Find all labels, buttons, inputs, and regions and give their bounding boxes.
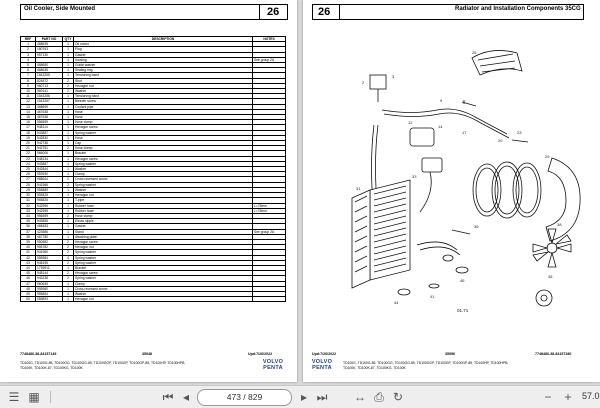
right-footer-doc-number: 7748480-38-84157280 <box>535 352 572 356</box>
radiator <box>351 179 411 289</box>
svg-text:31: 31 <box>356 186 361 191</box>
toolbar-separator <box>50 391 51 403</box>
right-footer-code: 35956 <box>445 352 455 356</box>
svg-text:38: 38 <box>557 222 562 227</box>
print-icon[interactable]: ⎙ <box>374 390 384 404</box>
right-footer-updated: Upd:7/26/2022 <box>312 352 337 356</box>
first-page-icon[interactable]: ⏮ <box>162 390 174 404</box>
figure-code: 01.71 <box>457 308 469 313</box>
table-cell: Hexagon nut <box>73 296 253 303</box>
right-models-line-2: TD100K, TD100K-87, TD100KG, TD100K <box>343 366 406 370</box>
table-cell: 955893 <box>35 296 63 303</box>
svg-text:41: 41 <box>430 294 435 299</box>
left-page: Oil Cooler, Side Mounted 26 REF PART NO … <box>0 0 297 382</box>
zoom-in-icon[interactable]: + <box>564 390 572 404</box>
left-footer-updated: Upd:7/26/2022 <box>248 352 273 356</box>
right-page-number: 26 <box>318 6 331 18</box>
right-page: 26 Radiator and Installation Components … <box>303 0 600 382</box>
left-page-header: Oil Cooler, Side Mounted 26 <box>20 4 288 20</box>
coolant-pipe <box>381 108 508 135</box>
svg-text:26: 26 <box>472 50 477 55</box>
brand-line-2: PENTA <box>263 365 283 371</box>
fan-hub <box>535 289 553 307</box>
svg-text:29: 29 <box>545 154 550 159</box>
brand-line-1: VOLVO <box>262 359 284 365</box>
right-page-title: Radiator and Installation Components 35C… <box>455 6 581 12</box>
brand-line-2-right: PENTA <box>312 365 332 371</box>
thumbnails-icon[interactable]: ▦ <box>28 390 40 404</box>
left-footer-code: 35948 <box>142 352 152 356</box>
svg-text:44: 44 <box>394 300 399 305</box>
left-page-title: Oil Cooler, Side Mounted <box>24 6 96 12</box>
left-footer-doc-number: 7748480-38-84157149 <box>20 352 57 356</box>
hose-clamp <box>397 288 411 296</box>
right-models-line-1: TD100G, TD100G-85, TD100GG, TD100GG-85, … <box>343 361 509 365</box>
next-page-icon[interactable]: ▸ <box>300 390 308 404</box>
left-models-line-1: TD100G, TD100G-85, TD100GG, TD100GG-85, … <box>20 361 186 365</box>
table-cell: See group 2A <box>252 56 286 64</box>
table-cell: 50 <box>20 296 36 303</box>
zoom-out-icon[interactable]: − <box>544 390 552 404</box>
table-cell: See group 2A <box>252 228 286 235</box>
rotate-icon[interactable]: ↻ <box>392 390 404 404</box>
last-page-icon[interactable]: ⏭ <box>316 390 328 404</box>
left-models-line-2: TD100K, TD100K-87, TD100KG, TD100K <box>20 366 83 370</box>
fit-width-icon[interactable]: ↔ <box>354 390 366 404</box>
svg-text:33: 33 <box>412 174 417 179</box>
svg-text:12: 12 <box>408 120 413 125</box>
svg-text:3: 3 <box>392 74 395 79</box>
viewer-toolbar: ☰ ▦ ⏮ ◂ 473 / 829 ▸ ⏭ ↔ ⎙ ↻ − + 57.0 <box>0 385 600 408</box>
svg-text:20: 20 <box>498 138 503 143</box>
fan-blade <box>532 228 572 268</box>
expansion-tank <box>369 74 387 90</box>
svg-text:48: 48 <box>548 274 553 279</box>
svg-text:14: 14 <box>438 124 443 129</box>
fan-shroud-top <box>471 50 523 76</box>
svg-text:36: 36 <box>474 224 479 229</box>
svg-text:17: 17 <box>462 130 467 135</box>
volvo-penta-logo: VOLVO PENTA <box>256 359 290 371</box>
svg-text:23: 23 <box>517 130 522 135</box>
svg-text:46: 46 <box>460 278 465 283</box>
zoom-level[interactable]: 57.0 <box>582 391 600 401</box>
parts-table-header: REF PART NO QTY DESCRIPTION NOTES <box>20 35 286 43</box>
brand-line-1-right: VOLVO <box>311 359 333 365</box>
page-indicator[interactable]: 473 / 829 <box>197 389 292 406</box>
sidebar-toggle-icon[interactable]: ☰ <box>8 390 20 404</box>
svg-text:9: 9 <box>440 98 443 103</box>
table-cell <box>252 296 286 303</box>
thermostat-housing <box>409 127 435 147</box>
left-page-number: 26 <box>267 6 280 18</box>
svg-text:2: 2 <box>362 80 365 85</box>
fan-shroud-right <box>545 157 581 242</box>
col-notes: NOTES <box>252 35 286 43</box>
previous-page-icon[interactable]: ◂ <box>182 390 190 404</box>
table-cell: 1 <box>62 296 74 303</box>
volvo-penta-logo-right: VOLVO PENTA <box>305 359 339 371</box>
right-page-header: 26 Radiator and Installation Components … <box>312 4 584 20</box>
fan-rings <box>472 161 542 219</box>
